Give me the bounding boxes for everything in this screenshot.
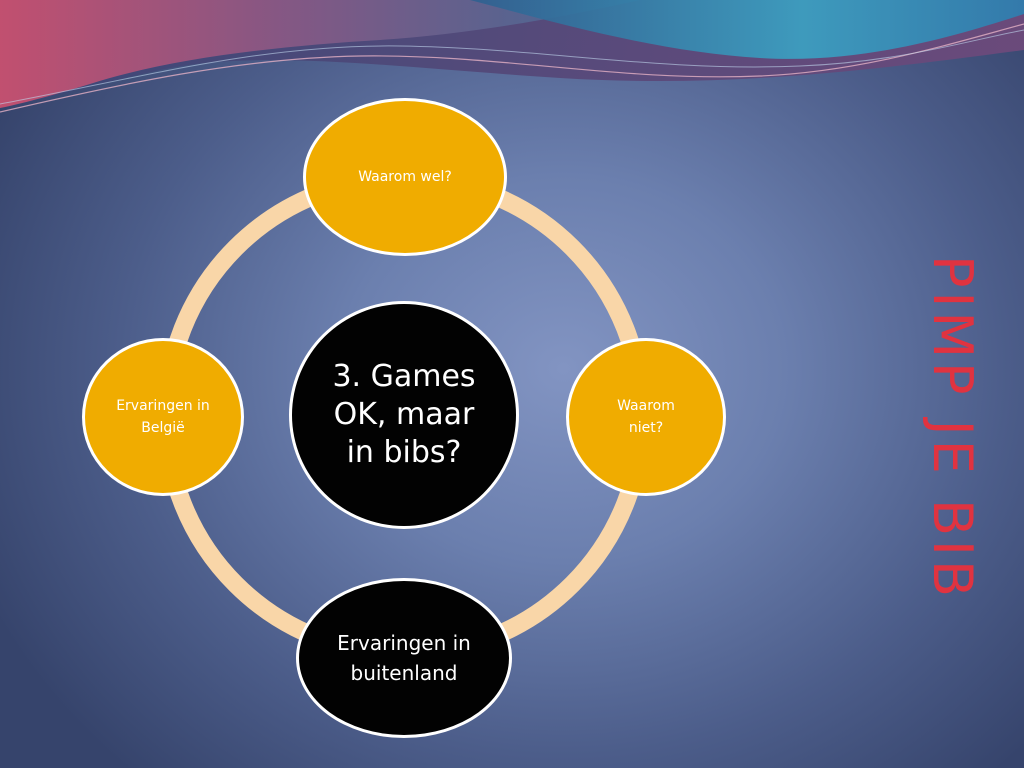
node-ervaringen-buitenland-label: Ervaringen in buitenland bbox=[337, 631, 471, 685]
header-wave-pink bbox=[0, 0, 640, 108]
header-wave-line-2 bbox=[0, 29, 1024, 105]
node-ervaringen-belgie-label: Ervaringen in België bbox=[116, 398, 210, 436]
node-waarom-wel: Waarom wel? bbox=[303, 98, 507, 256]
center-node-label: 3. Games OK, maar in bibs? bbox=[332, 359, 476, 470]
slide-title: PIMP JE BIB bbox=[921, 254, 984, 602]
node-ervaringen-belgie: Ervaringen in België bbox=[82, 338, 244, 496]
node-waarom-niet: Waarom niet? bbox=[566, 338, 726, 496]
header-wave-teal bbox=[470, 0, 1024, 59]
node-waarom-wel-label: Waarom wel? bbox=[358, 169, 452, 185]
header-wave-line bbox=[0, 23, 1024, 113]
node-waarom-niet-label: Waarom niet? bbox=[617, 398, 675, 436]
center-node: 3. Games OK, maar in bibs? bbox=[289, 301, 519, 529]
node-ervaringen-buitenland: Ervaringen in buitenland bbox=[296, 578, 512, 738]
